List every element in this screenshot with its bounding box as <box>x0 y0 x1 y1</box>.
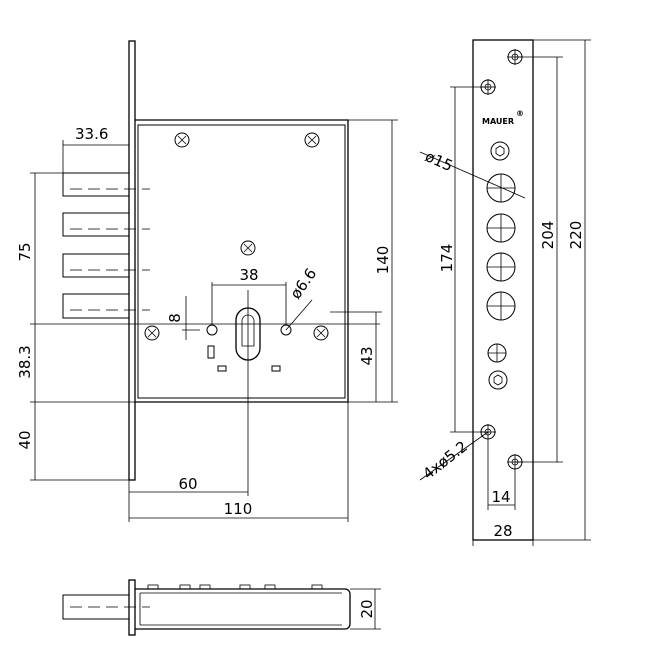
bolt-hole <box>486 252 516 282</box>
bolt-hole <box>486 173 516 203</box>
case-inner-plate <box>137 124 346 399</box>
screw-icon <box>304 132 320 148</box>
screw-icon <box>240 240 256 256</box>
dim-pin-diameter: ø6.6 <box>287 265 321 302</box>
dim-backset-bolt: 33.6 <box>75 125 108 143</box>
bolt-hole <box>486 213 516 243</box>
dim-hole-offset: 14 <box>491 488 510 506</box>
dim-key-spacing: 38 <box>239 266 258 284</box>
dim-cyl-hole: ø15 <box>422 147 455 175</box>
slot <box>207 345 215 359</box>
dim-case-height: 140 <box>374 246 392 275</box>
bottom-front-plate <box>128 579 136 636</box>
cylinder-inner <box>241 314 255 347</box>
case-tab <box>264 584 276 590</box>
hex-hole <box>488 370 508 390</box>
front-view: 33.6 75 38.3 40 140 38 8 ø6.6 43 60 110 <box>16 40 398 522</box>
case-screws <box>144 132 329 341</box>
bottom-case <box>135 588 351 630</box>
cylinder-cutout <box>235 307 261 361</box>
lock-case <box>135 119 349 403</box>
dim-backset: 60 <box>178 475 197 493</box>
dim-faceplate-width: 28 <box>493 522 512 540</box>
dim-case-depth: 20 <box>358 599 376 618</box>
case-tab <box>311 584 323 590</box>
brand-registered-mark: ® <box>516 109 524 118</box>
dim-case-width: 110 <box>224 500 253 518</box>
hex-hole <box>490 141 510 161</box>
dim-mount-holes: 4xø5.2 <box>419 437 471 483</box>
front-plate <box>128 40 136 481</box>
screw-icon <box>144 325 160 341</box>
case-tab <box>147 584 159 590</box>
dim-screw-span-inner: 174 <box>438 244 456 273</box>
case-tab <box>199 584 211 590</box>
dim-pin-offset: 8 <box>166 313 184 323</box>
brand-name: MAUER <box>482 117 514 126</box>
slot <box>217 365 227 372</box>
case-tab <box>179 584 191 590</box>
bolt <box>62 253 130 278</box>
dim-screw-span-mid: 204 <box>539 221 557 250</box>
bolt-holes <box>486 173 516 321</box>
bolt <box>62 172 130 197</box>
bolt <box>62 293 130 319</box>
faceplate-view: MAUER ® <box>419 39 591 546</box>
faceplate <box>472 39 534 541</box>
dim-bolt-span: 75 <box>16 242 34 261</box>
pin-hole <box>206 324 218 336</box>
screw-icon <box>313 325 329 341</box>
slot <box>271 365 281 372</box>
dim-key-to-bottom: 40 <box>16 430 34 449</box>
keyhole <box>206 290 292 496</box>
hex-icon <box>495 145 505 157</box>
screw-icon <box>174 132 190 148</box>
case-tab <box>239 584 251 590</box>
hex-icon <box>493 374 503 386</box>
faceplate-dimensions <box>419 39 591 546</box>
dim-faceplate-length: 220 <box>567 221 585 250</box>
dim-bolt-to-key: 38.3 <box>16 345 34 378</box>
bolts <box>62 172 150 319</box>
dim-key-height: 43 <box>358 346 376 365</box>
front-dimensions <box>30 119 398 522</box>
bottom-view: 20 <box>62 579 381 636</box>
bolt <box>62 212 130 237</box>
bolt-hole <box>486 291 516 321</box>
